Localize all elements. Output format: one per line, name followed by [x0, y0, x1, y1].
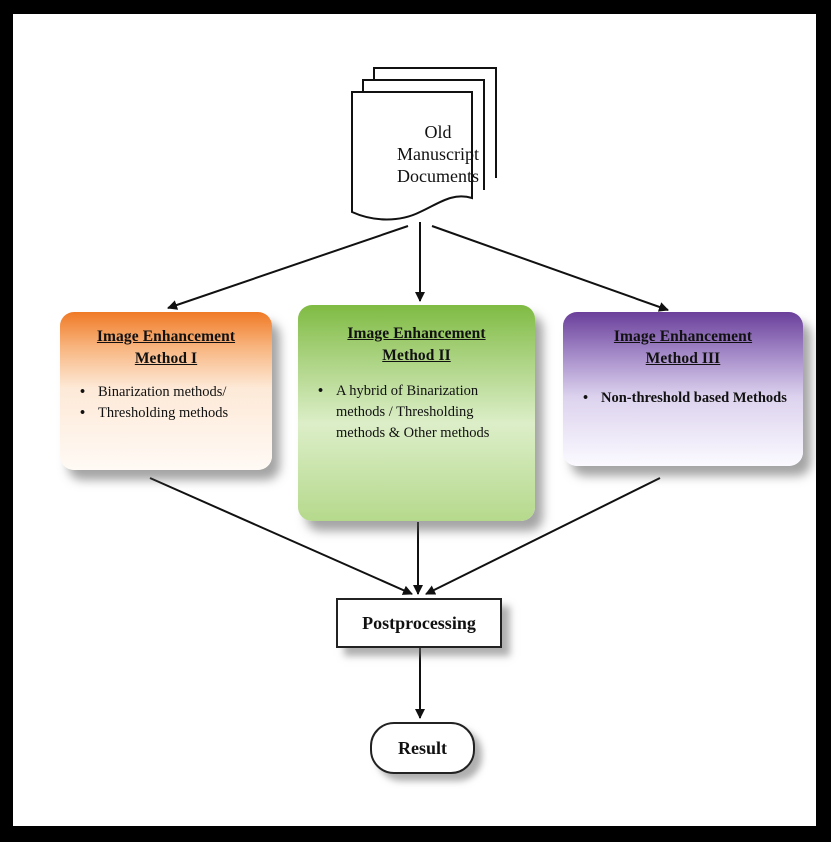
- method-3-title-line1: Image Enhancement: [613, 328, 753, 345]
- method-2-title-line2: Method II: [382, 347, 451, 364]
- documents-icon: [351, 67, 497, 221]
- result-terminal: Result: [370, 722, 475, 774]
- method-1-title-line1: Image Enhancement: [96, 328, 236, 345]
- method-2-title-line1: Image Enhancement: [347, 325, 486, 342]
- method-1-title-line2: Method I: [134, 350, 198, 367]
- documents-label-line1: Old: [424, 122, 452, 142]
- method-1-item: Thresholding methods: [74, 403, 258, 424]
- method-2-item: A hybrid of Binarization methods / Thres…: [312, 381, 521, 444]
- method-3-box: Image Enhancement Method III Non-thresho…: [563, 312, 803, 466]
- method-1-list: Binarization methods/ Thresholding metho…: [74, 382, 258, 424]
- method-1-title: Image Enhancement Method I: [74, 326, 258, 370]
- method-3-item: Non-threshold based Methods: [577, 388, 789, 409]
- documents-label-line3: Documents: [397, 166, 479, 186]
- method-3-title: Image Enhancement Method III: [577, 326, 789, 370]
- arrow-docs-to-method1: [167, 225, 409, 310]
- method-2-title: Image Enhancement Method II: [312, 323, 521, 367]
- arrow-method1-to-post: [149, 477, 413, 595]
- method-3-list: Non-threshold based Methods: [577, 388, 789, 409]
- method-2-list: A hybrid of Binarization methods / Thres…: [312, 381, 521, 444]
- method-1-item: Binarization methods/: [74, 382, 258, 403]
- postprocessing-box: Postprocessing: [336, 598, 502, 648]
- arrow-docs-to-method3: [431, 225, 669, 312]
- arrow-method3-to-post: [425, 477, 661, 595]
- documents-label: Old Manuscript Documents: [388, 121, 488, 187]
- documents-label-line2: Manuscript: [397, 144, 479, 164]
- method-3-title-line2: Method III: [645, 350, 721, 367]
- method-1-box: Image Enhancement Method I Binarization …: [60, 312, 272, 470]
- method-2-box: Image Enhancement Method II A hybrid of …: [298, 305, 535, 521]
